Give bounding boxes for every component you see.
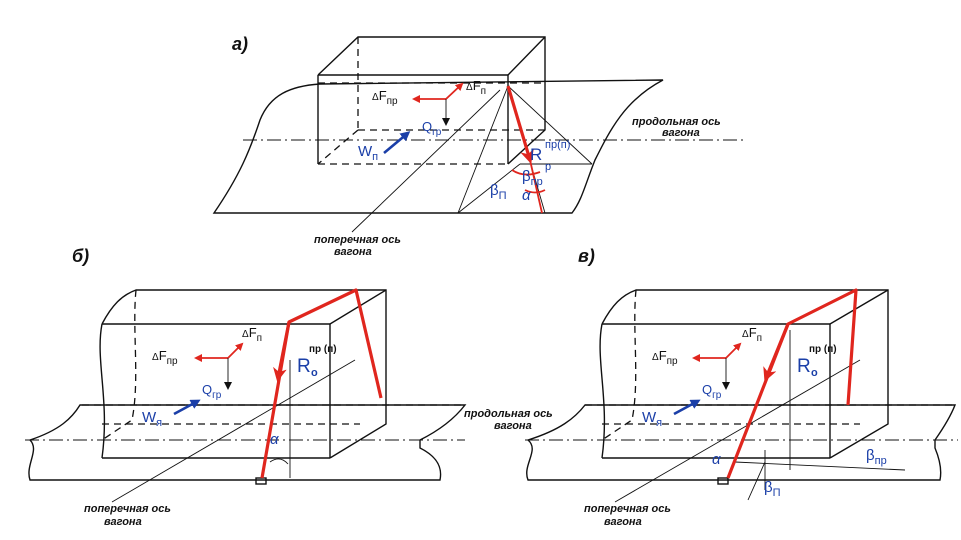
- panel-a-label-dFp: ΔFп: [466, 78, 486, 97]
- panel-a-transverse-axis: [351, 89, 501, 233]
- panel-a-label-Q: Qгр: [422, 119, 442, 138]
- panel-a-transverse-caption-2: вагона: [334, 246, 372, 258]
- panel-a: а): [212, 34, 745, 258]
- panel-a-label-W: Wп: [358, 143, 378, 163]
- panel-b-label-W: Wя: [142, 409, 162, 429]
- panel-b-transverse-axis: [111, 359, 356, 503]
- panel-c-force-R-arrow: [763, 323, 790, 382]
- panel-c-beta-ref-line: [734, 461, 906, 471]
- panel-a-force-R-arrow: [506, 85, 534, 164]
- panel-c-label-R-sup: пр (п): [809, 344, 837, 355]
- panel-a-longitudinal-caption-2: вагона: [662, 127, 700, 139]
- panel-c-tag: в): [578, 246, 595, 266]
- panel-a-label-R: R: [530, 145, 542, 164]
- panel-b-longitudinal-caption-1: продольная ось: [464, 408, 553, 420]
- panel-b-transverse-caption-1: поперечная ось: [84, 503, 171, 515]
- panel-b-wagon-box: [99, 289, 387, 459]
- panel-a-label-dFpr: ΔFпр: [372, 88, 398, 107]
- panel-c-label-R: R: [797, 356, 811, 377]
- panel-b-longitudinal-caption-2: вагона: [494, 420, 532, 432]
- panel-c-beta-diag: [747, 461, 766, 501]
- panel-b-W-arrow: [173, 399, 201, 416]
- panel-c-label-beta-p: βП: [764, 479, 781, 499]
- panel-c-transverse-caption-1: поперечная ось: [584, 503, 671, 515]
- panel-a-W-arrow: [383, 131, 411, 154]
- panel-b-ground-plane: [28, 404, 467, 481]
- panel-a-force-R-tail: [529, 159, 543, 214]
- panel-b-force-R-arrow: [273, 321, 291, 382]
- panel-b-label-R-sub: о: [311, 367, 318, 379]
- panel-b-label-dFp: ΔFп: [242, 325, 262, 344]
- panel-a-label-alpha: α: [522, 187, 531, 204]
- panel-c-label-alpha: α: [712, 451, 721, 468]
- panel-b-wheel-contact: [255, 477, 267, 485]
- panel-b: б) ΔFпр ΔFп: [25, 246, 553, 528]
- panel-a-transverse-caption-1: поперечная ось: [314, 234, 401, 246]
- panel-b-label-R-sup: пр (п): [309, 344, 337, 355]
- panel-c-wagon-box: [599, 289, 889, 459]
- panel-b-tag: б): [72, 246, 89, 266]
- panel-a-dFp-arrow: [445, 82, 464, 100]
- panel-a-angle-arc-beta: [511, 169, 541, 176]
- panel-c-dFp-arrow: [725, 342, 742, 359]
- panel-a-tag: а): [232, 34, 248, 54]
- panel-b-label-alpha: α: [270, 431, 279, 448]
- panel-b-label-dFpr: ΔFпр: [152, 348, 178, 367]
- panel-a-label-R-sup: пр(п): [545, 139, 570, 151]
- panel-a-angle-arc-alpha: [524, 189, 546, 194]
- panel-c-label-dFpr: ΔFпр: [652, 348, 678, 367]
- panel-c-label-beta-pr: βпр: [866, 447, 887, 467]
- panel-c-transverse-axis: [614, 359, 861, 503]
- panel-c: в) ΔFпр ΔFп Q: [525, 246, 958, 528]
- panel-b-force-R-path: [260, 288, 383, 479]
- panel-b-label-R: R: [297, 356, 311, 377]
- panel-c-ground-plane: [526, 404, 957, 481]
- panel-c-label-W: Wя: [642, 409, 662, 429]
- panel-b-transverse-caption-2: вагона: [104, 516, 142, 528]
- panel-c-transverse-caption-2: вагона: [604, 516, 642, 528]
- panel-c-label-dFp: ΔFп: [742, 325, 762, 344]
- panel-b-label-Q: Qгр: [202, 382, 222, 401]
- panel-c-wheel-contact: [717, 477, 729, 485]
- panel-c-W-arrow: [673, 399, 701, 416]
- panel-c-label-Q: Qгр: [702, 382, 722, 401]
- panel-b-dFp-arrow: [227, 342, 244, 359]
- panel-b-angle-arc-alpha: [269, 458, 289, 465]
- panel-c-label-R-sub: о: [811, 367, 818, 379]
- panel-c-force-R-path: [726, 288, 858, 479]
- panel-a-label-beta-pr: βпр: [522, 168, 543, 188]
- panel-a-ground-plane: [212, 79, 664, 214]
- panel-a-label-R-sub: р: [545, 161, 551, 173]
- panel-a-longitudinal-caption-1: продольная ось: [632, 116, 721, 128]
- panel-a-label-beta-p: βП: [490, 182, 507, 202]
